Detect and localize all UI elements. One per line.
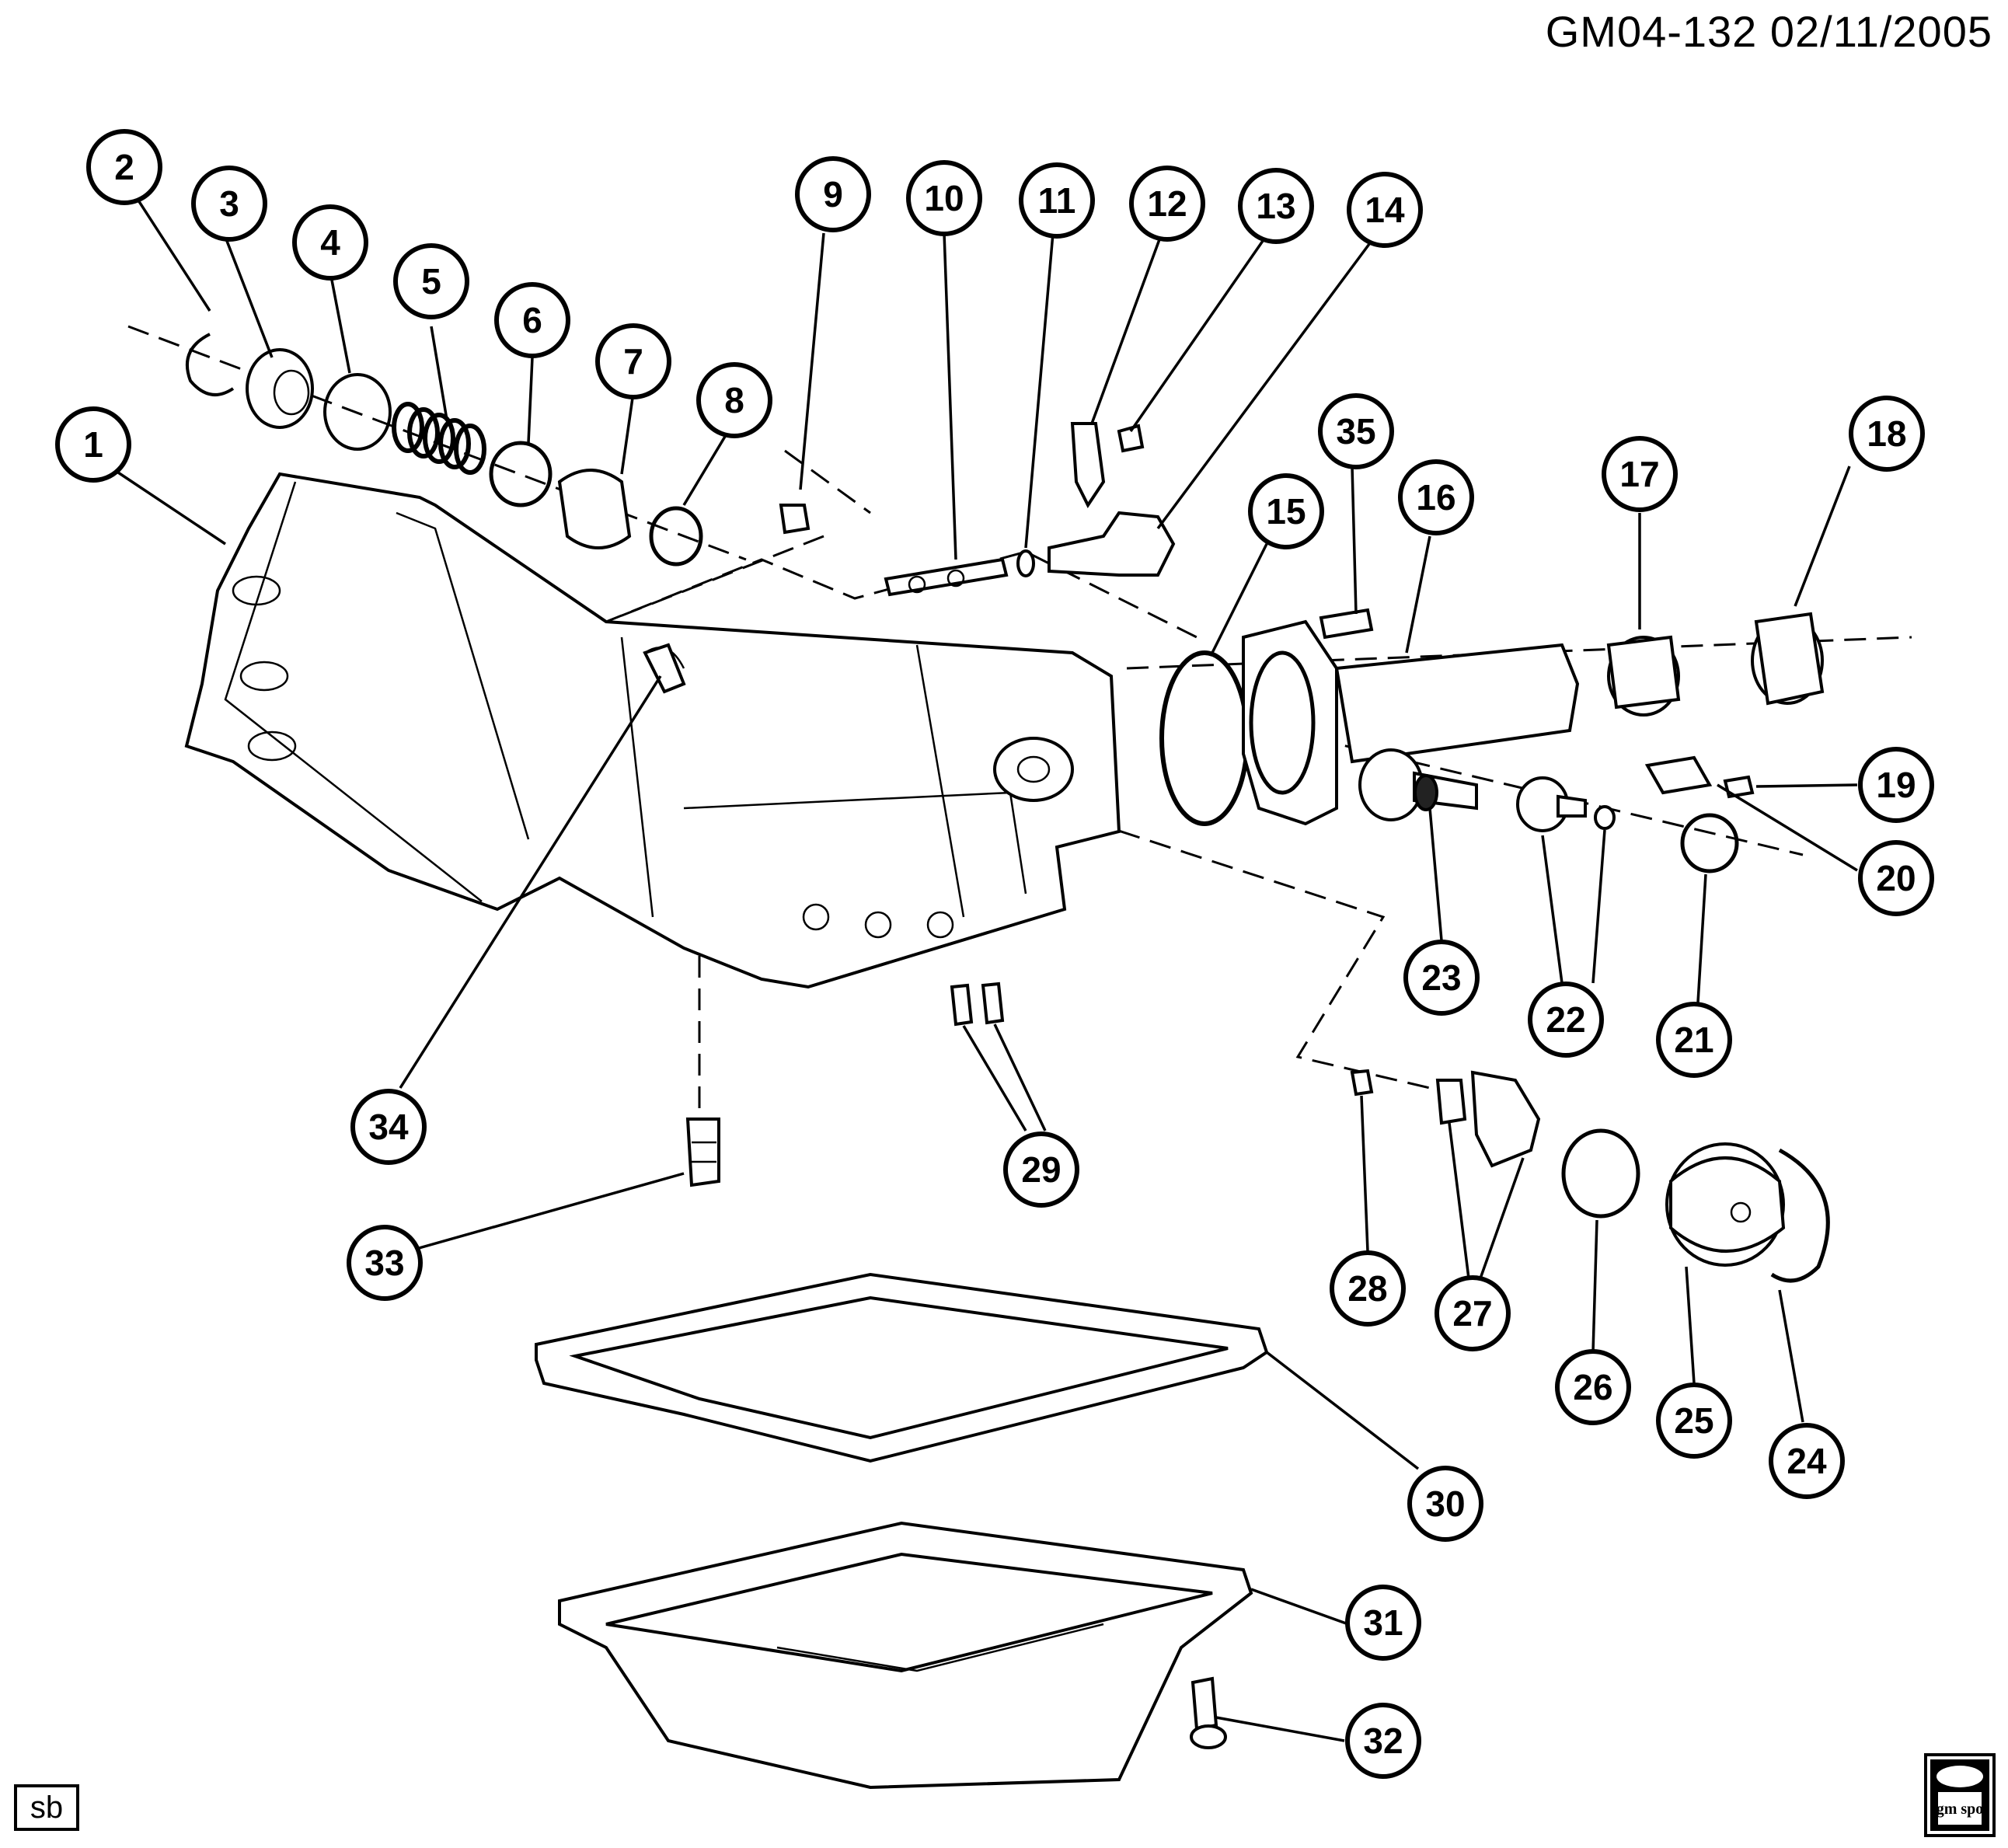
svg-text:2: 2 xyxy=(114,147,134,187)
callout-32: 32 xyxy=(1345,1703,1421,1779)
svg-text:22: 22 xyxy=(1546,999,1585,1040)
callout-34: 34 xyxy=(350,1089,427,1165)
oil-pan xyxy=(558,1521,1253,1790)
callout-25: 25 xyxy=(1656,1383,1732,1459)
callout-6: 6 xyxy=(494,282,570,358)
callout-10: 10 xyxy=(906,160,982,236)
callout-14: 14 xyxy=(1347,172,1423,248)
callout-5: 5 xyxy=(393,243,469,319)
svg-text:9: 9 xyxy=(823,174,843,214)
svg-text:15: 15 xyxy=(1266,491,1306,532)
gm-spo-logo-icon: gm spo xyxy=(1924,1753,1996,1837)
fittings-and-filter xyxy=(685,982,1005,1187)
svg-text:21: 21 xyxy=(1674,1020,1713,1060)
svg-text:1: 1 xyxy=(83,424,103,465)
valve-assembly xyxy=(779,422,1176,597)
svg-text:24: 24 xyxy=(1787,1441,1827,1481)
callout-markers: 1 2 3 4 5 6 7 8 9 10 11 12 13 14 15 16 1… xyxy=(55,129,1934,1779)
corner-label: sb xyxy=(14,1784,79,1831)
svg-text:8: 8 xyxy=(724,380,744,420)
speedometer-components xyxy=(1350,1069,1830,1283)
transmission-case xyxy=(184,472,1121,989)
callout-8: 8 xyxy=(696,362,772,438)
oil-pan-gasket xyxy=(535,1272,1269,1463)
svg-text:25: 25 xyxy=(1674,1400,1713,1441)
svg-text:20: 20 xyxy=(1876,858,1916,898)
callout-1: 1 xyxy=(55,406,131,483)
svg-text:28: 28 xyxy=(1347,1268,1387,1309)
logo-text: gm spo xyxy=(1937,1801,1984,1818)
callout-11: 11 xyxy=(1019,162,1095,239)
output-components xyxy=(1413,755,1755,873)
svg-text:27: 27 xyxy=(1452,1293,1492,1334)
callout-16: 16 xyxy=(1398,459,1474,535)
drain-bolt xyxy=(1190,1676,1227,1749)
callout-27: 27 xyxy=(1435,1275,1511,1351)
svg-text:16: 16 xyxy=(1416,477,1455,518)
svg-text:18: 18 xyxy=(1867,413,1906,454)
svg-text:12: 12 xyxy=(1147,183,1187,224)
svg-text:17: 17 xyxy=(1619,454,1659,494)
extension-housing-group xyxy=(1159,612,1825,826)
callout-7: 7 xyxy=(595,323,671,399)
callout-4: 4 xyxy=(292,204,368,281)
misc-small-parts xyxy=(643,608,1374,694)
callout-33: 33 xyxy=(347,1225,423,1301)
callout-29: 29 xyxy=(1003,1131,1079,1208)
callout-19: 19 xyxy=(1858,747,1934,823)
servo-spring xyxy=(392,402,486,475)
callout-35: 35 xyxy=(1318,393,1394,469)
callout-2: 2 xyxy=(86,129,162,205)
callout-26: 26 xyxy=(1555,1349,1631,1425)
callout-30: 30 xyxy=(1407,1466,1483,1542)
callout-3: 3 xyxy=(191,166,267,242)
svg-text:11: 11 xyxy=(1038,180,1076,221)
callout-17: 17 xyxy=(1602,436,1678,512)
callout-24: 24 xyxy=(1769,1423,1845,1499)
svg-text:3: 3 xyxy=(219,183,239,224)
svg-text:29: 29 xyxy=(1021,1149,1061,1190)
svg-text:34: 34 xyxy=(368,1107,409,1147)
svg-text:19: 19 xyxy=(1876,765,1916,805)
callout-15: 15 xyxy=(1248,473,1324,549)
callout-28: 28 xyxy=(1330,1250,1406,1327)
svg-text:23: 23 xyxy=(1421,957,1461,998)
svg-text:13: 13 xyxy=(1256,186,1295,226)
callout-13: 13 xyxy=(1238,168,1314,244)
svg-text:5: 5 xyxy=(421,261,441,302)
svg-text:10: 10 xyxy=(924,178,964,218)
document-id: GM04-132 02/11/2005 xyxy=(1545,7,1992,56)
svg-text:7: 7 xyxy=(623,341,643,382)
svg-text:32: 32 xyxy=(1363,1721,1403,1761)
svg-text:6: 6 xyxy=(522,300,542,340)
svg-text:30: 30 xyxy=(1425,1484,1465,1524)
svg-text:14: 14 xyxy=(1365,190,1405,230)
svg-text:4: 4 xyxy=(320,222,340,263)
callout-23: 23 xyxy=(1403,940,1480,1016)
svg-text:26: 26 xyxy=(1573,1367,1612,1407)
callout-21: 21 xyxy=(1656,1002,1732,1078)
callout-12: 12 xyxy=(1129,166,1205,242)
callout-31: 31 xyxy=(1345,1585,1421,1661)
svg-text:35: 35 xyxy=(1336,411,1375,452)
leader-lines xyxy=(108,178,1858,1742)
svg-text:33: 33 xyxy=(364,1243,404,1283)
callout-22: 22 xyxy=(1528,982,1604,1058)
callout-20: 20 xyxy=(1858,840,1934,916)
svg-text:31: 31 xyxy=(1363,1602,1403,1643)
servo-components xyxy=(186,333,703,567)
callout-9: 9 xyxy=(795,156,871,232)
callout-18: 18 xyxy=(1849,396,1925,472)
